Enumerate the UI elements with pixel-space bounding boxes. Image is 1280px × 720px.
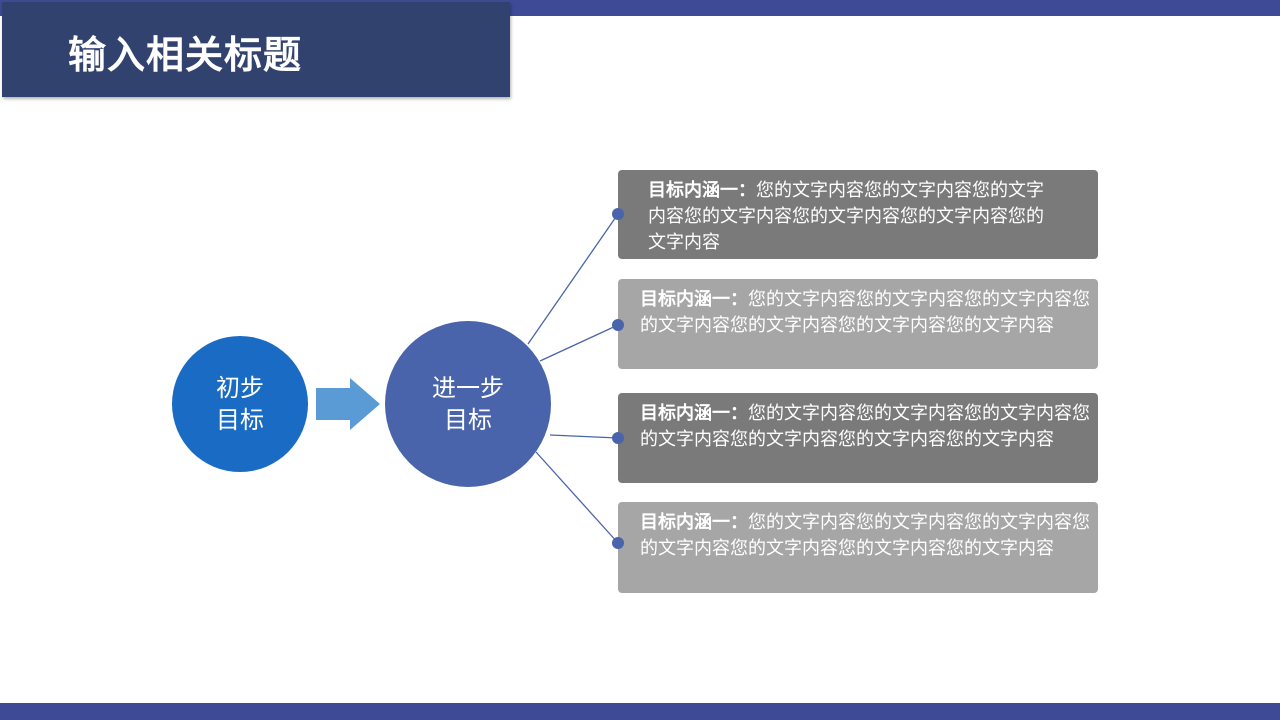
circle-label: 目标 — [216, 406, 264, 434]
item-label: 目标内涵一： — [640, 512, 748, 533]
item-text: 您的文字内容您的文字内容您的文字内容您的文字内容您的文字内容您的文字内容您的文字… — [640, 512, 1090, 559]
item-text: 您的文字内容您的文字内容您的文字内容您的文字内容您的文字内容您的文字内容您的文字… — [640, 403, 1090, 450]
initial-goal-circle: 初步目标 — [172, 336, 308, 472]
further-goal-circle: 进一步目标 — [385, 321, 551, 487]
circle-label: 进一步 — [432, 374, 504, 402]
goal-item-2: 目标内涵一：您的文字内容您的文字内容您的文字内容您的文字内容您的文字内容您的文字… — [618, 279, 1098, 369]
goal-item-3: 目标内涵一：您的文字内容您的文字内容您的文字内容您的文字内容您的文字内容您的文字… — [618, 393, 1098, 483]
item-label: 目标内涵一： — [648, 180, 756, 201]
connector-line — [535, 451, 619, 544]
item-label: 目标内涵一： — [640, 403, 748, 424]
item-label: 目标内涵一： — [640, 289, 748, 310]
goal-item-1: 目标内涵一：您的文字内容您的文字内容您的文字内容您的文字内容您的文字内容您的文字… — [618, 170, 1098, 259]
title-box: 输入相关标题 — [2, 2, 510, 97]
item-text: 您的文字内容您的文字内容您的文字内容您的文字内容您的文字内容您的文字内容您的文字… — [648, 180, 1044, 253]
connector-line — [539, 324, 619, 362]
item-text: 您的文字内容您的文字内容您的文字内容您的文字内容您的文字内容您的文字内容您的文字… — [640, 289, 1090, 336]
circle-label: 初步 — [216, 374, 264, 402]
bottom-bar — [0, 703, 1280, 720]
connector-line — [527, 213, 619, 345]
goal-item-4: 目标内涵一：您的文字内容您的文字内容您的文字内容您的文字内容您的文字内容您的文字… — [618, 502, 1098, 593]
page-title: 输入相关标题 — [68, 32, 303, 77]
circle-label: 目标 — [444, 406, 492, 434]
connector-line — [549, 434, 619, 439]
arrow-icon — [316, 378, 380, 430]
